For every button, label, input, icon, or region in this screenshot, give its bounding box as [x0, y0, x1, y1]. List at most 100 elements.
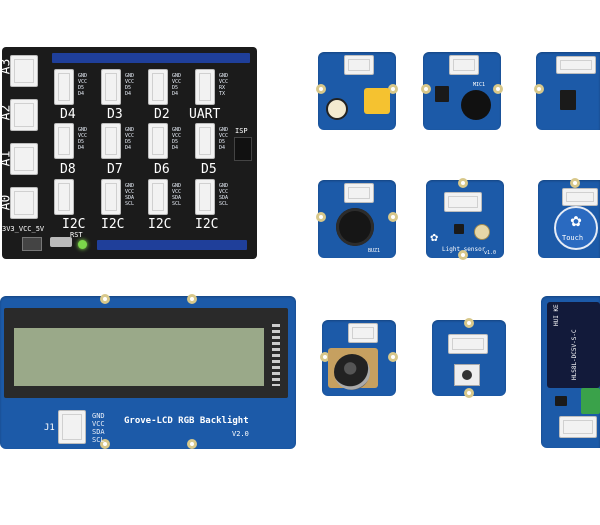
lcd-title: Grove-LCD RGB Backlight	[124, 416, 249, 426]
pin-labels-i2c-3: GND VCC SDA SCL	[219, 183, 229, 207]
buzzer-label: BUZ1	[368, 248, 381, 254]
grove-connector	[562, 188, 598, 206]
port-label-d2: D2	[154, 107, 170, 122]
sound-sensor-module: MIC1	[421, 52, 503, 130]
port-uart-connector	[195, 69, 215, 105]
mic-label: MIC1	[473, 82, 486, 88]
port-a2-connector	[10, 99, 38, 131]
port-i2c-1-connector	[54, 179, 74, 215]
grove-connector	[348, 323, 378, 343]
pin-labels-uart: GND VCC RX TX	[219, 73, 229, 97]
pin-labels-i2c-2: GND VCC SDA SCL	[172, 183, 182, 207]
mount-hole	[187, 439, 197, 449]
pin-labels-d3: GND VCC D5 D4	[125, 73, 135, 97]
base-shield: A3 A2 A1 A0 GND VCC D5 D4 GND VCC D5 D4 …	[0, 47, 257, 259]
light-sensor-module: ✿ Light sensor v1.0	[426, 178, 504, 260]
touch-icon: ✿	[570, 214, 582, 230]
lcd-module: J1 GND VCC SDA SCL Grove-LCD RGB Backlig…	[0, 294, 296, 449]
potentiometer	[364, 88, 390, 114]
mount-hole	[493, 84, 503, 94]
header-top	[52, 53, 250, 63]
light-sensor-version: v1.0	[484, 250, 497, 256]
reset-button	[50, 237, 72, 247]
power-switch	[22, 237, 42, 251]
grove-connector	[559, 416, 597, 438]
port-a3-connector	[10, 55, 38, 87]
reset-label: RST	[70, 231, 83, 239]
port-i2c-2-connector	[101, 179, 121, 215]
lcd-side-pins	[272, 324, 280, 386]
port-d6-connector	[148, 123, 168, 159]
isp-header	[234, 137, 252, 161]
mount-hole	[388, 352, 398, 362]
microphone	[461, 90, 491, 120]
chip-module	[534, 52, 600, 130]
port-label-d6: D6	[154, 162, 170, 177]
mount-hole	[316, 84, 326, 94]
photoresistor	[474, 224, 490, 240]
ic-chip	[560, 90, 576, 110]
port-label-a0: A0	[0, 194, 14, 211]
lcd-pin-scl: SCL	[92, 436, 105, 444]
port-label-uart: UART	[189, 107, 221, 122]
grove-connector	[448, 334, 488, 354]
mount-hole	[458, 178, 468, 188]
screw-terminal	[581, 388, 600, 414]
relay	[547, 302, 600, 388]
transistor	[555, 396, 567, 406]
grove-connector	[344, 183, 374, 203]
port-i2c-4-connector	[195, 179, 215, 215]
touch-label: Touch	[562, 234, 584, 242]
grove-connector	[344, 55, 374, 75]
pin-labels-d5: GND VCC D5 D4	[219, 127, 229, 151]
op-amp-chip	[454, 224, 464, 234]
lcd-pin-gnd: GND	[92, 412, 105, 420]
power-switch-label: 3V3_VCC_5V	[2, 225, 45, 233]
rotary-angle-module	[320, 320, 398, 396]
touch-sensor-module: ✿ Touch	[538, 178, 600, 258]
port-label-a1: A1	[0, 150, 14, 167]
led-socket-module	[316, 52, 398, 130]
power-led	[78, 240, 87, 249]
lcd-pin-sda: SDA	[92, 428, 105, 436]
grove-connector	[449, 55, 479, 75]
mount-hole	[534, 84, 544, 94]
relay-model: HLS8L-DC5V-S-C	[571, 329, 578, 380]
port-label-a3: A3	[0, 58, 14, 75]
lcd-screen	[14, 328, 264, 386]
port-label-a2: A2	[0, 104, 14, 121]
port-d4-connector	[54, 69, 74, 105]
buzzer	[336, 208, 374, 246]
pin-labels-d7: GND VCC D5 D4	[125, 127, 135, 151]
mount-hole	[187, 294, 197, 304]
pin-labels-d2: GND VCC D5 D4	[172, 73, 182, 97]
light-sensor-label: Light sensor	[442, 246, 486, 253]
rotary-knob	[334, 354, 370, 390]
mount-hole	[100, 439, 110, 449]
pin-labels-d8: GND VCC D5 D4	[78, 127, 88, 151]
lcd-pin-vcc: VCC	[92, 420, 105, 428]
port-label-i2c-1: I2C	[101, 217, 125, 232]
relay-module: HUI KE HLS8L-DC5V-S-C	[541, 296, 600, 448]
header-bottom	[97, 240, 247, 250]
port-label-i2c-bottom-left: I2C	[62, 217, 86, 232]
port-label-d8: D8	[60, 162, 76, 177]
isp-label: ISP	[235, 127, 248, 135]
buzzer-module: BUZ1	[316, 180, 398, 258]
push-button-cap	[462, 370, 472, 380]
mount-hole	[464, 318, 474, 328]
mount-hole	[458, 250, 468, 260]
grove-connector	[556, 56, 596, 74]
mount-hole	[421, 84, 431, 94]
mount-hole	[100, 294, 110, 304]
led-socket	[326, 98, 348, 120]
port-label-d7: D7	[107, 162, 123, 177]
port-d3-connector	[101, 69, 121, 105]
lcd-version: V2.0	[232, 430, 249, 438]
relay-brand: HUI KE	[553, 304, 560, 326]
lcd-connector-label: J1	[44, 423, 55, 433]
port-label-d3: D3	[107, 107, 123, 122]
lcd-grove-connector	[58, 410, 86, 444]
mount-hole	[570, 178, 580, 188]
pin-labels-d6: GND VCC D5 D4	[172, 127, 182, 151]
